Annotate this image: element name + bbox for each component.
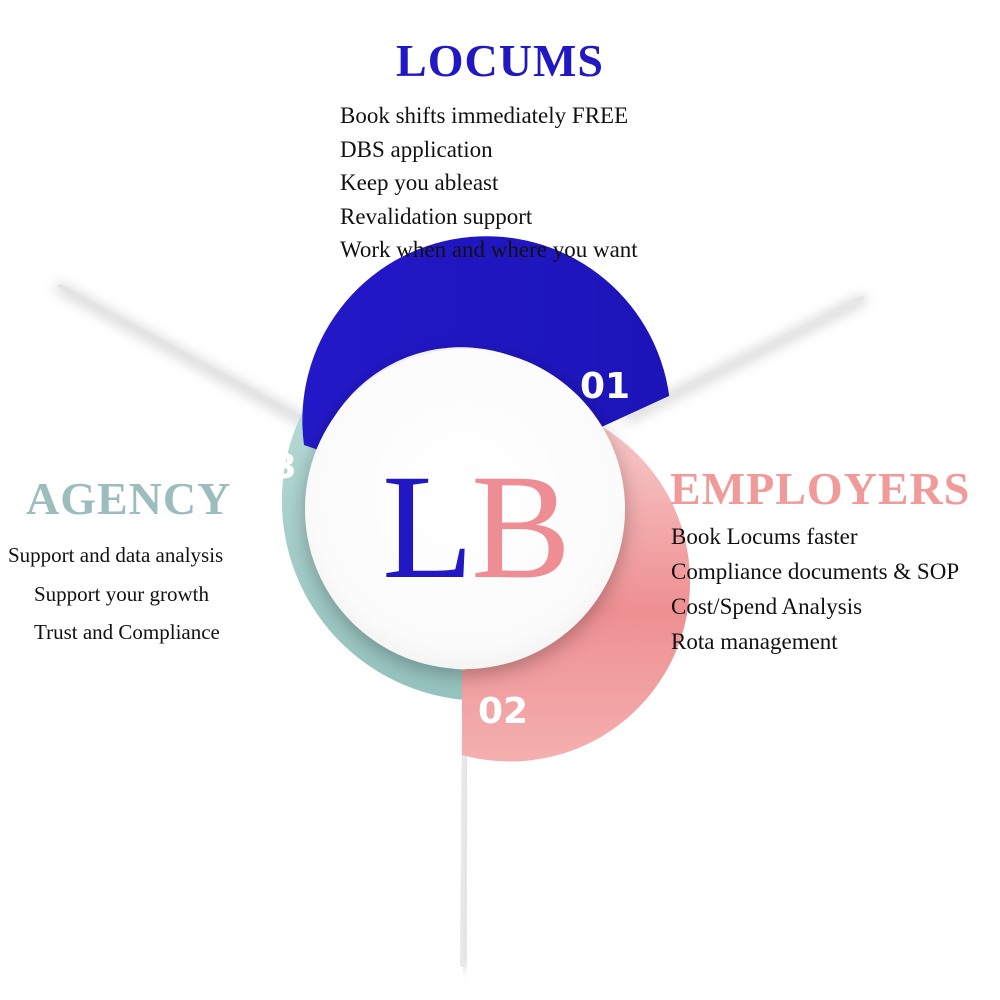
list-item: Support and data analysis bbox=[8, 543, 224, 567]
logo-letter-l: L bbox=[382, 444, 474, 610]
locums-number: 01 bbox=[580, 366, 630, 407]
list-item: Revalidation support bbox=[340, 203, 533, 229]
spoke-left bbox=[58, 284, 322, 430]
center-circle bbox=[305, 349, 625, 669]
agency-segment bbox=[281, 408, 465, 700]
list-item: Book shifts immediately FREE bbox=[340, 103, 629, 128]
locums-title: LOCUMS bbox=[396, 35, 604, 86]
lb-logo: B L bbox=[382, 444, 571, 610]
list-item: Trust and Compliance bbox=[34, 620, 220, 644]
employers-feature-list: Book Locums faster Compliance documents … bbox=[671, 519, 959, 659]
list-item: Book Locums faster bbox=[671, 524, 858, 549]
agency-number: 03 bbox=[249, 447, 296, 487]
list-item: Cost/Spend Analysis bbox=[671, 594, 863, 619]
employers-segment bbox=[462, 425, 691, 762]
agency-feature-list: Support and data analysis Support your g… bbox=[8, 536, 223, 652]
list-item: DBS application bbox=[340, 136, 493, 162]
locums-feature-list: Book shifts immediately FREE DBS applica… bbox=[340, 99, 638, 267]
list-item: Rota management bbox=[671, 629, 838, 654]
logo-letter-b: B bbox=[471, 444, 571, 610]
list-item: Work when and where you want bbox=[340, 237, 638, 262]
list-item: Support your growth bbox=[34, 581, 209, 606]
agency-title: AGENCY bbox=[26, 473, 232, 524]
list-item: Keep you ableast bbox=[340, 170, 499, 195]
employers-title: EMPLOYERS bbox=[670, 463, 971, 514]
list-item: Compliance documents & SOP bbox=[671, 559, 960, 584]
employers-number: 02 bbox=[478, 691, 528, 732]
